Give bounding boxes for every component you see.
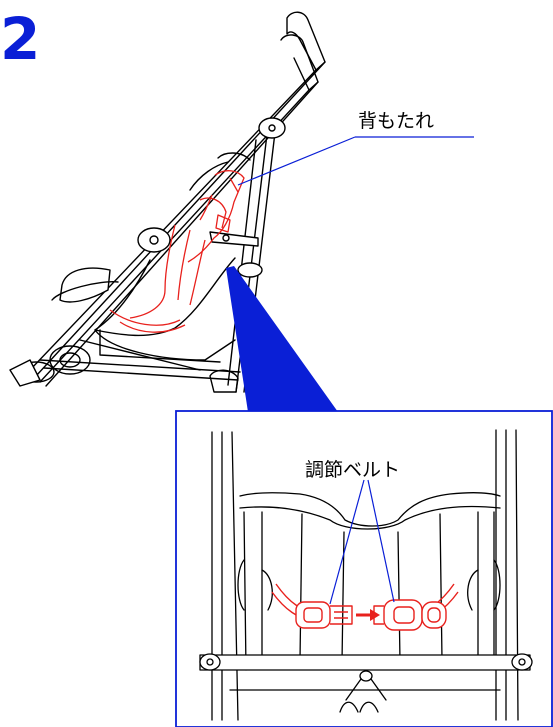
detail-pointer <box>226 266 338 412</box>
front-wheel <box>49 345 91 375</box>
armrest-joint <box>137 227 171 253</box>
step-number: 2 <box>0 5 41 73</box>
backrest-leader <box>237 136 474 186</box>
backrest-highlight <box>109 170 245 333</box>
belt-leader <box>329 479 395 605</box>
upper-joint <box>258 117 286 139</box>
crossbar <box>199 654 531 671</box>
adjustment-belt <box>271 583 459 631</box>
insert-arrow <box>356 609 380 621</box>
buckle-right <box>383 599 423 631</box>
handle-grip <box>286 11 326 71</box>
stroller-side-view <box>9 11 326 393</box>
adjustment-belt-label: 調節ベルト <box>305 459 401 481</box>
backrest-label: 背もたれ <box>358 110 435 132</box>
buckle-left <box>295 601 331 629</box>
lower-joint <box>237 262 263 278</box>
detail-closeup <box>199 429 533 721</box>
handle-grip-inner <box>280 34 319 91</box>
rear-wheel <box>209 369 239 393</box>
